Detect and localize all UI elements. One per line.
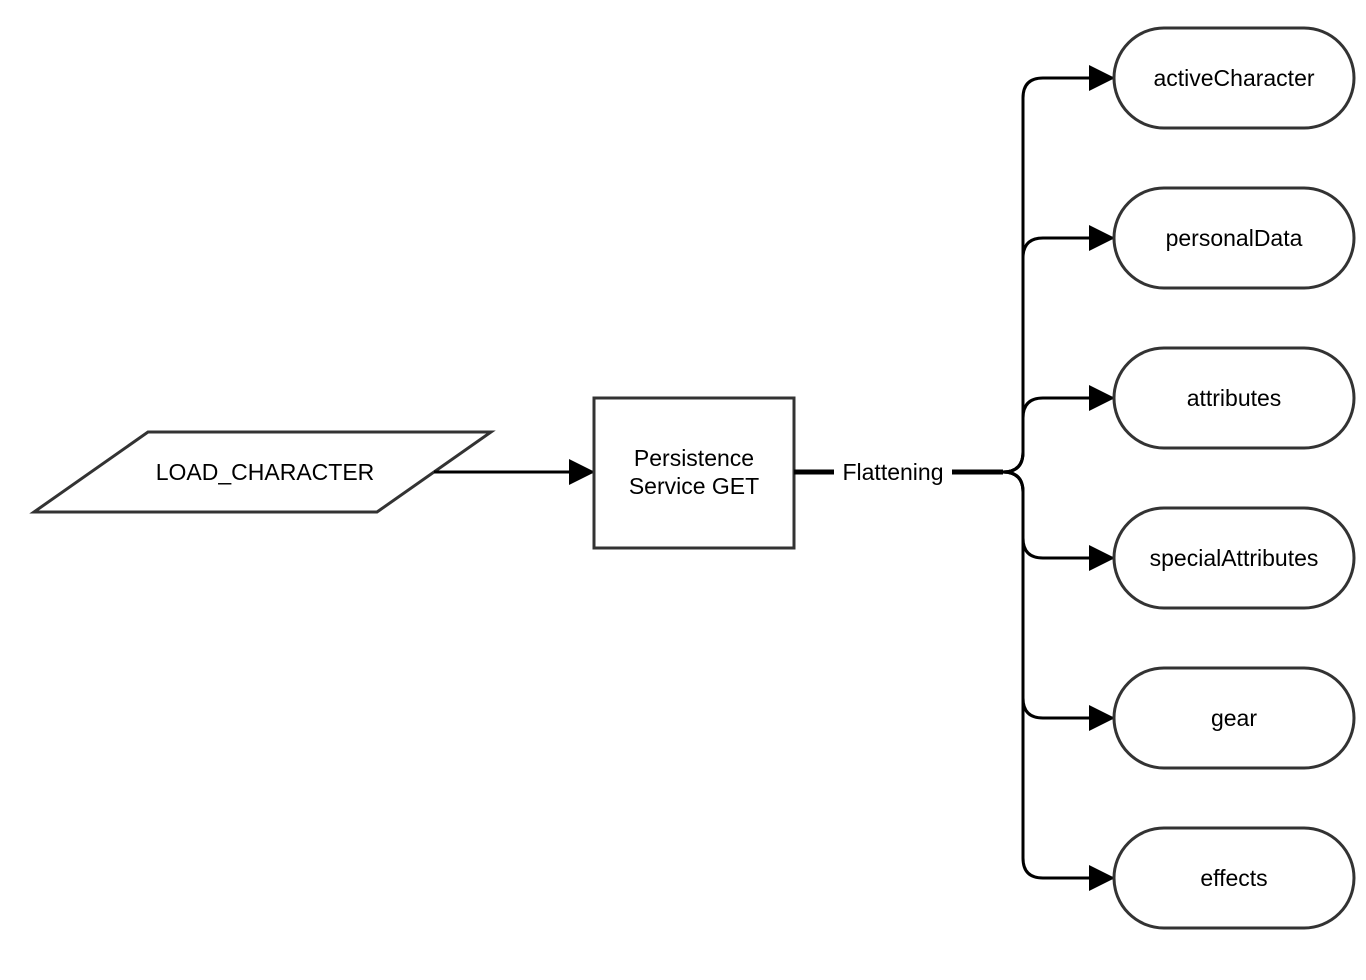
output-node-activeCharacter[interactable]: activeCharacter — [1112, 26, 1356, 130]
edge-to-output-5 — [1002, 470, 1115, 891]
persistence-service-label-line1: Persistence — [634, 445, 754, 471]
output-node-attributes[interactable]: attributes — [1112, 346, 1356, 450]
terminator-shape — [1112, 26, 1356, 130]
terminator-shape — [1112, 186, 1356, 290]
output-label: gear — [1211, 705, 1257, 731]
edge-to-output-2 — [1002, 385, 1115, 474]
rectangle-shape — [592, 396, 796, 550]
flattening-edge-label: Flattening — [842, 459, 943, 485]
output-node-gear[interactable]: gear — [1112, 666, 1356, 770]
edge-to-output-4 — [1002, 470, 1115, 731]
output-node-specialAttributes[interactable]: specialAttributes — [1112, 506, 1356, 610]
edge-to-output-3 — [1002, 470, 1115, 571]
output-label: personalData — [1166, 225, 1303, 251]
terminator-shape — [1112, 666, 1356, 770]
output-branches: activeCharacter personalData attributes spe… — [1002, 26, 1356, 930]
output-node-personalData[interactable]: personalData — [1112, 186, 1356, 290]
output-label: activeCharacter — [1153, 65, 1314, 91]
parallelogram-shape — [29, 430, 496, 514]
output-node-effects[interactable]: effects — [1112, 826, 1356, 930]
output-label: effects — [1200, 865, 1267, 891]
persistence-service-node[interactable]: Persistence Service GET — [592, 396, 796, 550]
load-character-node[interactable]: LOAD_CHARACTER — [29, 430, 496, 514]
terminator-shape — [1112, 826, 1356, 930]
output-label: attributes — [1187, 385, 1282, 411]
edge-to-output-0 — [1002, 65, 1115, 474]
persistence-service-label-line2: Service GET — [629, 473, 759, 499]
output-label: specialAttributes — [1150, 545, 1319, 571]
terminator-shape — [1112, 506, 1356, 610]
edge-to-output-1 — [1002, 225, 1115, 474]
load-character-label: LOAD_CHARACTER — [156, 459, 375, 485]
terminator-shape — [1112, 346, 1356, 450]
